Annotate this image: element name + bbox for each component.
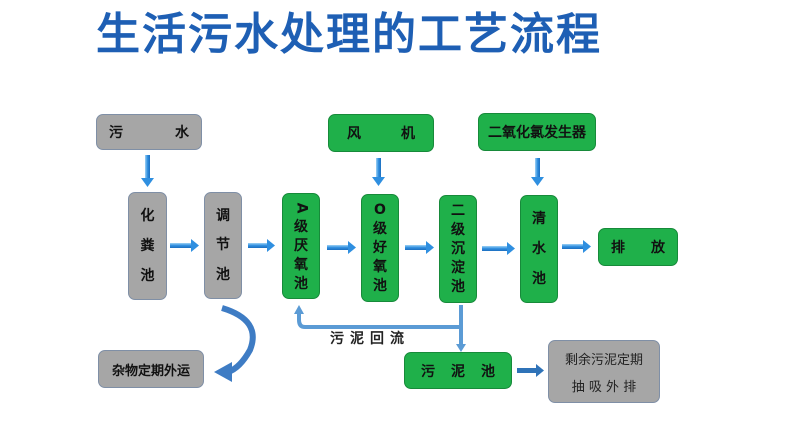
- node-o-aerobic-tank[interactable]: O 级 好 氧 池: [361, 194, 399, 302]
- node-char: 排: [611, 240, 625, 256]
- arrow-blower-to-o: [372, 158, 385, 186]
- node-char: 节: [216, 237, 230, 254]
- node-char: 污: [421, 363, 435, 380]
- node-char: 好: [373, 240, 387, 256]
- node-regulating-tank[interactable]: 调 节 池: [204, 192, 242, 299]
- node-char: O: [374, 202, 386, 218]
- node-char: 池: [216, 267, 230, 284]
- node-char: 水: [532, 241, 546, 257]
- arrow-to-sludge-tank: [456, 344, 466, 352]
- arrow-a-to-o: [327, 241, 356, 254]
- node-char: 池: [294, 276, 308, 292]
- arrow-regulating-to-a: [248, 239, 275, 252]
- node-char: 淀: [451, 260, 465, 276]
- node-septic-tank[interactable]: 化 粪 池: [128, 192, 167, 300]
- arrow-o-to-clarifier: [405, 241, 434, 254]
- node-char: 放: [651, 240, 665, 256]
- node-char: A: [293, 202, 309, 214]
- node-char: 化: [140, 208, 155, 224]
- arrow-clear-to-discharge: [562, 240, 591, 253]
- label-sludge-return: 污泥回流: [330, 331, 410, 347]
- node-sewage-char: 污: [109, 125, 123, 141]
- node-char: 二: [451, 203, 465, 219]
- node-char: 清: [532, 211, 546, 227]
- node-char: 级: [294, 219, 308, 235]
- node-excess-sludge-line2: 抽 吸 外 排: [571, 379, 637, 395]
- node-char: 泥: [451, 363, 465, 380]
- node-char: 氧: [294, 257, 308, 273]
- node-char: 级: [451, 222, 465, 238]
- node-blower[interactable]: 风 机: [328, 114, 434, 152]
- node-char: 池: [481, 363, 495, 380]
- node-char: 级: [373, 221, 387, 237]
- node-clear-water-tank[interactable]: 清 水 池: [520, 195, 558, 303]
- node-excess-sludge[interactable]: 剩余污泥定期 抽 吸 外 排: [548, 340, 660, 403]
- curved-arrow-to-debris: [214, 305, 256, 382]
- node-excess-sludge-line1: 剩余污泥定期: [564, 352, 643, 368]
- node-a-anaerobic-tank[interactable]: A 级 厌 氧 池: [282, 193, 320, 299]
- node-sludge-tank[interactable]: 污 泥 池: [404, 352, 512, 389]
- node-blower-char: 机: [401, 126, 415, 142]
- node-char: 池: [532, 271, 546, 287]
- arrow-sewage-to-septic: [141, 155, 154, 187]
- node-char: 池: [373, 278, 387, 294]
- node-sewage[interactable]: 污 水: [96, 114, 202, 150]
- arrow-generator-to-clear: [531, 158, 544, 186]
- node-discharge[interactable]: 排 放: [598, 228, 678, 266]
- arrow-clarifier-to-clear: [482, 242, 515, 255]
- node-char: 厌: [294, 238, 308, 254]
- node-secondary-clarifier[interactable]: 二 级 沉 淀 池: [439, 195, 477, 303]
- arrow-return-up: [294, 305, 304, 314]
- node-sewage-char: 水: [175, 125, 189, 141]
- node-char: 池: [140, 268, 155, 284]
- page-title: 生活污水处理的工艺流程: [96, 9, 602, 60]
- arrow-sludge-to-excess: [517, 364, 544, 377]
- node-char: 粪: [140, 238, 155, 254]
- sludge-return-line: [297, 305, 463, 345]
- node-char: 沉: [451, 241, 465, 257]
- node-debris-removal[interactable]: 杂物定期外运: [98, 350, 204, 388]
- node-blower-char: 风: [347, 126, 361, 142]
- arrow-septic-to-regulating: [170, 239, 199, 252]
- node-char: 调: [216, 207, 230, 224]
- node-char: 池: [451, 279, 465, 295]
- node-char: 氧: [373, 259, 387, 275]
- node-chlorine-dioxide-generator[interactable]: 二氧化氯发生器: [478, 113, 596, 151]
